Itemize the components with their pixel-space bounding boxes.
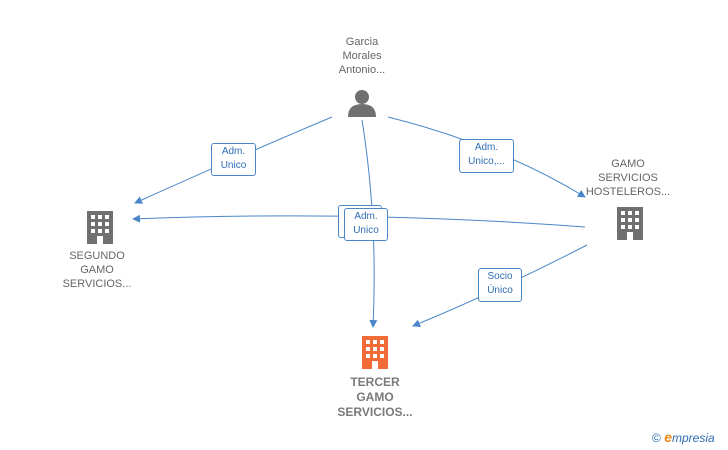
node-label-gamo[interactable]: GAMO SERVICIOS HOSTELEROS... [585,158,671,198]
copyright-symbol: © [652,431,661,445]
person-icon [348,90,376,117]
building-icon [617,207,643,240]
node-label-person[interactable]: Garcia Morales Antonio... [338,36,386,76]
edge-label-gamo-tercer[interactable]: Socio Único [478,268,522,302]
brand-initial: e [664,429,672,445]
brand-name: mpresia [671,431,715,445]
edge-label-person-tercer[interactable]: Adm. Unico [344,208,388,241]
node-label-segundo[interactable]: SEGUNDO GAMO SERVICIOS... [62,250,132,290]
node-label-tercer[interactable]: TERCER GAMO SERVICIOS... [337,375,413,419]
building-icon [87,211,113,244]
edge-label-person-gamo[interactable]: Adm. Unico,... [459,139,514,173]
edge-label-person-segundo[interactable]: Adm. Unico [211,143,256,176]
empresia-logo: © empresia [652,429,715,445]
building-icon [362,336,388,369]
